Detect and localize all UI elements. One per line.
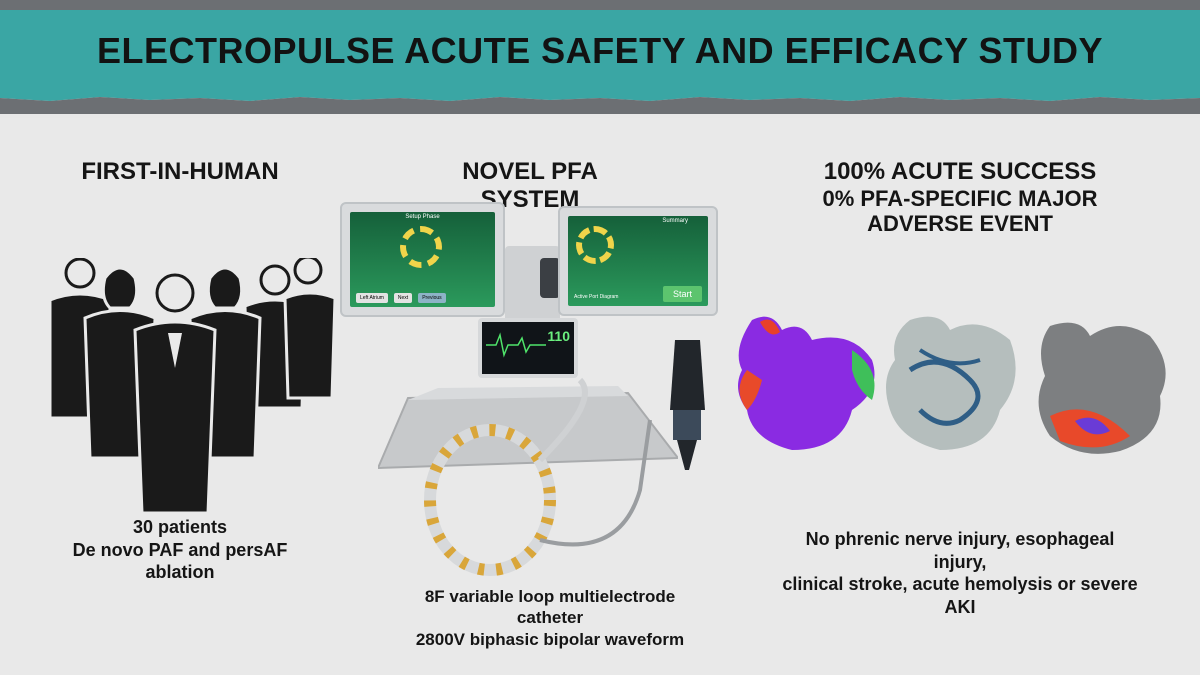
- catheter-handle-image: [670, 340, 705, 470]
- heart-rate-value: 110: [547, 328, 570, 344]
- novel-pfa-heading: NOVEL PFA SYSTEM: [462, 158, 598, 213]
- patients-caption: 30 patients De novo PAF and persAF ablat…: [72, 517, 288, 582]
- electrode-ring-right: [576, 226, 614, 264]
- people-group-icon: [48, 258, 337, 515]
- patient-monitor: 110: [478, 318, 578, 378]
- console-screen-right: Summary Active Port Diagram Start: [558, 206, 718, 316]
- heart-map-image: [1038, 322, 1166, 454]
- content-area: FIRST-IN-HUMAN 30 patients De novo PAF a…: [0, 118, 1200, 675]
- acute-success-heading: 100% ACUTE SUCCESS 0% PFA-SPECIFIC MAJOR…: [822, 158, 1098, 236]
- first-in-human-heading: FIRST-IN-HUMAN: [81, 158, 279, 185]
- title-banner: ELECTROPULSE ACUTE SAFETY AND EFFICACY S…: [0, 10, 1200, 92]
- screen-button: Left Atrium: [356, 293, 388, 303]
- safety-caption: No phrenic nerve injury, esophageal inju…: [782, 529, 1138, 617]
- console-screen-left: Setup Phase Left Atrium Next Previous: [340, 202, 505, 317]
- screen-button: Previous: [418, 293, 446, 303]
- heart-map-image: [738, 316, 875, 450]
- top-bar: [0, 0, 1200, 10]
- screen-button: Next: [393, 293, 413, 303]
- console-knob: [540, 258, 560, 298]
- torn-paper-edge: [0, 88, 1200, 114]
- electrode-ring-left: [400, 226, 442, 268]
- start-button: Start: [662, 286, 702, 302]
- page-title: ELECTROPULSE ACUTE SAFETY AND EFFICACY S…: [96, 30, 1104, 71]
- catheter-caption: 8F variable loop multielectrode catheter…: [415, 587, 685, 649]
- catheter-image: [424, 377, 652, 576]
- ecg-trace: [486, 332, 546, 358]
- heart-map-image: [886, 316, 1016, 450]
